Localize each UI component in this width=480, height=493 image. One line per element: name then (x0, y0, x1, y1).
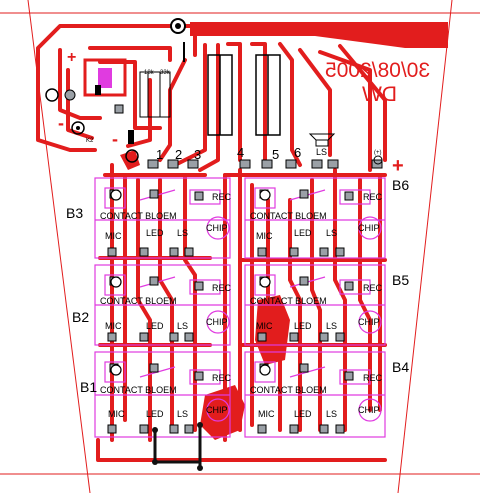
k2-label: K2 (86, 138, 94, 144)
control-circuit (45, 58, 171, 163)
block-label-b1: B1 (80, 379, 98, 395)
jumper-wires (153, 423, 202, 470)
pin-number-4: 4 (237, 145, 245, 160)
b4-chip-label: CHIP (358, 405, 380, 415)
resistor-label-1: 18k (144, 70, 154, 76)
block-label-b6: B6 (392, 177, 410, 193)
top-copper-bar (190, 22, 448, 48)
ic-left (207, 54, 233, 136)
b2-contact-label: CONTACT BLOEM (100, 296, 177, 306)
b2-rec-label: REC (212, 283, 232, 293)
plus-sign-right: + (392, 155, 404, 177)
b2-led-label: LED (146, 321, 164, 331)
plus-sign-top-left: + (67, 49, 77, 66)
b6-led-label: LED (294, 228, 312, 238)
pin-number-6: 6 (294, 145, 302, 160)
b6-mic-label: MIC (256, 231, 273, 241)
pin-number-1: 1 (156, 147, 164, 162)
plus-small-label: (+) (374, 150, 382, 156)
board-date: 30/08/2005 (325, 59, 431, 82)
pin-number-2: 2 (175, 147, 183, 162)
b5-ls-label: LS (326, 321, 338, 331)
b1-led-label: LED (146, 409, 164, 419)
block-label-b2: B2 (72, 309, 90, 325)
ic-right (255, 54, 281, 136)
power-connector (170, 18, 186, 62)
jumper-ends (152, 422, 203, 471)
b4-mic-label: MIC (258, 409, 275, 419)
block-label-b5: B5 (392, 272, 410, 288)
minus-sign-left: - (58, 113, 64, 133)
resistor-label-2: 33k (160, 70, 170, 76)
module-b3 (94, 177, 231, 259)
speaker-label: LS (316, 147, 328, 157)
b3-led-label: LED (146, 228, 164, 238)
b1-rec-label: REC (212, 373, 232, 383)
pin-number-3: 3 (194, 147, 202, 162)
b1-chip-label: CHIP (206, 405, 228, 415)
b6-rec-label: REC (363, 192, 383, 202)
module-b4 (244, 351, 386, 438)
b4-rec-label: REC (363, 373, 383, 383)
block-label-b3: B3 (66, 205, 84, 221)
plus-pad-ring (373, 155, 383, 165)
b6-ls-label: LS (326, 228, 338, 238)
pin-number-5: 5 (272, 147, 280, 162)
b3-ls-label: LS (177, 228, 189, 238)
b1-mic-label: MIC (108, 409, 125, 419)
b4-led-label: LED (294, 409, 312, 419)
mic-circles (110, 189, 271, 376)
b5-led-label: LED (294, 321, 312, 331)
b1-ls-label: LS (177, 409, 189, 419)
b4-contact-label: CONTACT BLOEM (250, 385, 327, 395)
b6-contact-label: CONTACT BLOEM (250, 211, 327, 221)
b2-ls-label: LS (177, 321, 189, 331)
b6-chip-label: CHIP (358, 223, 380, 233)
b2-chip-label: CHIP (206, 317, 228, 327)
speaker-icon (308, 133, 336, 147)
module-b2 (94, 264, 231, 346)
b3-rec-label: REC (212, 192, 232, 202)
b5-rec-label: REC (363, 283, 383, 293)
b2-mic-label: MIC (105, 321, 122, 331)
copper-pours (120, 150, 290, 440)
b3-contact-label: CONTACT BLOEM (100, 211, 177, 221)
b5-contact-label: CONTACT BLOEM (250, 296, 327, 306)
board-initials: DW (362, 83, 397, 106)
minus-sign-bottom: - (112, 129, 118, 149)
b3-mic-label: MIC (105, 231, 122, 241)
b5-mic-label: MIC (256, 321, 273, 331)
b1-contact-label: CONTACT BLOEM (100, 385, 177, 395)
block-label-b4: B4 (392, 359, 410, 375)
b3-chip-label: CHIP (206, 223, 228, 233)
b4-ls-label: LS (326, 409, 338, 419)
b5-chip-label: CHIP (358, 317, 380, 327)
